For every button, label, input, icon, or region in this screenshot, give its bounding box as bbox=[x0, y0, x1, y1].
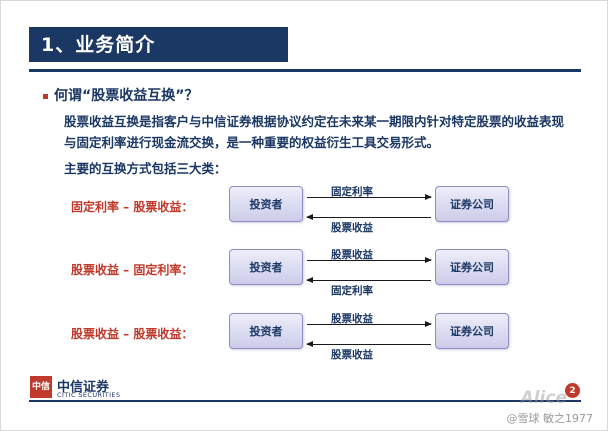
row-3-top-arrow-label: 股票收益 bbox=[331, 313, 373, 325]
row-2-top-arrow-label: 股票收益 bbox=[331, 249, 373, 261]
watermark-bottom: @雪球 敏之1977 bbox=[506, 412, 594, 425]
citic-logo-icon: 中信 bbox=[30, 376, 52, 398]
row-3-bottom-arrow-label: 股票收益 bbox=[331, 349, 373, 361]
body-paragraph: 股票收益互换是指客户与中信证券根据协议约定在未来某一期限内针对特定股票的收益表现… bbox=[64, 114, 565, 150]
row-2-bottom-arrow-label: 固定利率 bbox=[331, 285, 373, 297]
title-banner bbox=[29, 27, 288, 62]
row-3-left-node: 投资者 bbox=[229, 313, 303, 349]
row-2-right-node: 证券公司 bbox=[435, 249, 509, 285]
footer-brand-cn: 中信证券 bbox=[57, 380, 110, 395]
footer-divider bbox=[29, 400, 581, 402]
row-2-top-arrow bbox=[307, 257, 432, 263]
row-2-left-node: 投资者 bbox=[229, 249, 303, 285]
row-3-bottom-arrow bbox=[306, 341, 431, 347]
page-number-badge: 2 bbox=[565, 383, 580, 398]
watermark-center: Alice bbox=[520, 388, 567, 408]
row-label-2: 股票收益 – 固定利率： bbox=[71, 263, 194, 277]
row-label-1: 固定利率 – 股票收益： bbox=[71, 200, 194, 214]
row-1-left-node: 投资者 bbox=[229, 186, 303, 222]
row-3-top-arrow bbox=[307, 321, 432, 327]
row-1-top-arrow bbox=[307, 194, 432, 200]
page-title: 1、业务简介 bbox=[41, 34, 156, 56]
body-paragraph-2: 主要的互换方式包括三大类： bbox=[64, 161, 227, 176]
row-1-bottom-arrow bbox=[306, 214, 431, 220]
row-1-top-arrow-label: 固定利率 bbox=[331, 186, 373, 198]
row-1-bottom-arrow-label: 股票收益 bbox=[331, 222, 373, 234]
row-1-right-node: 证券公司 bbox=[435, 186, 509, 222]
row-label-3: 股票收益 – 股票收益： bbox=[71, 327, 194, 341]
row-2-bottom-arrow bbox=[306, 277, 431, 283]
title-divider bbox=[29, 69, 581, 72]
footer-brand-en: CITIC SECURITIES bbox=[57, 391, 121, 399]
bullet-heading: 何谓“股票收益互换”？ bbox=[54, 88, 199, 104]
bullet-square-icon bbox=[43, 94, 48, 99]
row-3-right-node: 证券公司 bbox=[435, 313, 509, 349]
